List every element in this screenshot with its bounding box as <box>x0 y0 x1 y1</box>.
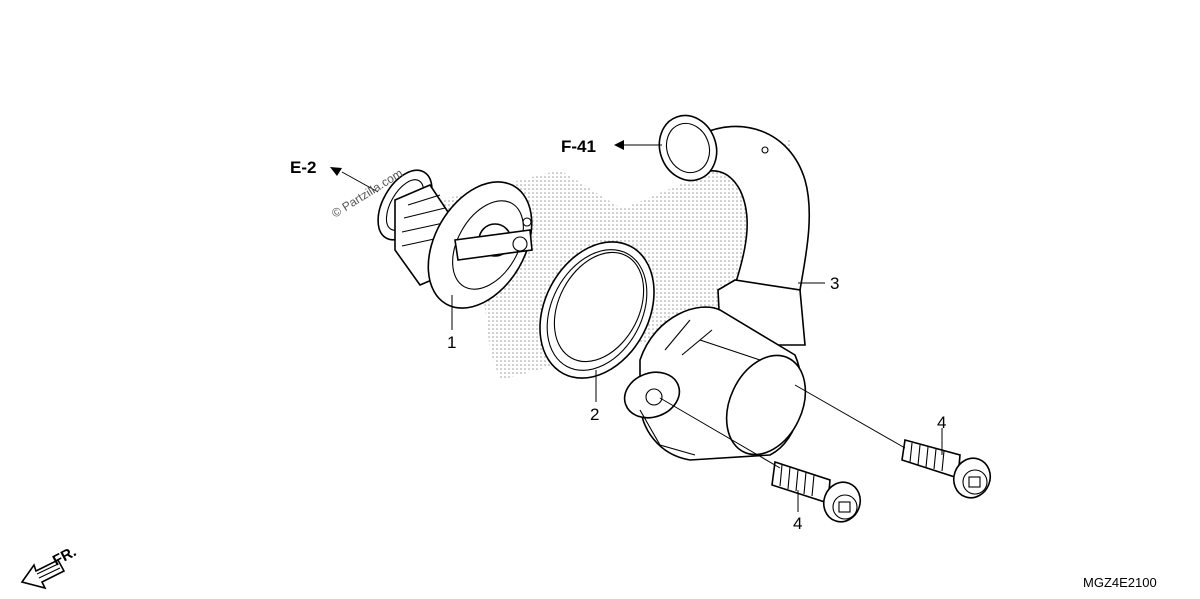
callout-2: 2 <box>590 405 599 424</box>
leader-lines <box>341 144 943 512</box>
arrowhead-f41 <box>614 140 624 150</box>
callout-4-lower: 4 <box>793 514 802 533</box>
thermostat-cover-pipe[interactable] <box>618 107 820 467</box>
callout-1: 1 <box>447 333 456 352</box>
front-direction-indicator: FR. <box>20 543 79 590</box>
thermostat-part[interactable] <box>367 161 553 326</box>
flange-bolt-upper[interactable] <box>901 438 996 503</box>
front-arrow-icon <box>20 558 66 590</box>
arrowhead-e2 <box>330 167 342 176</box>
figure-code: MGZ4E2100 <box>1083 575 1157 590</box>
callout-4-upper: 4 <box>937 413 946 432</box>
callout-3: 3 <box>830 274 839 293</box>
flange-bolt-lower[interactable] <box>771 460 866 527</box>
reference-f41: F-41 <box>561 137 596 156</box>
reference-e2: E-2 <box>290 158 316 177</box>
gasket-o-ring[interactable] <box>517 222 676 398</box>
